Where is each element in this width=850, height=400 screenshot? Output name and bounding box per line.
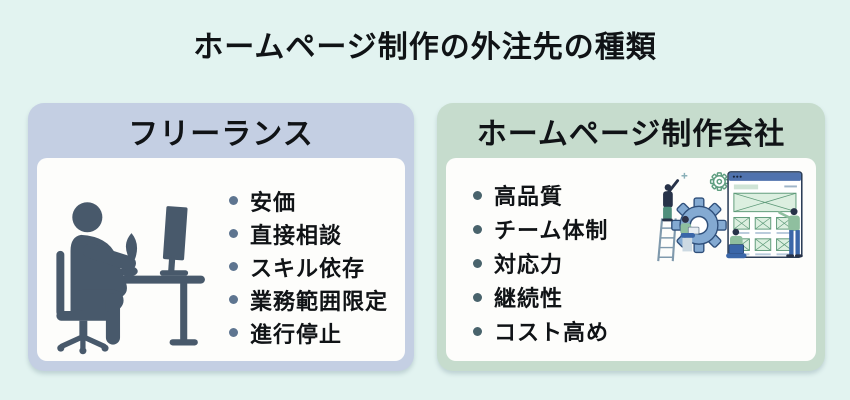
card-freelance-title: フリーランス: [128, 117, 314, 151]
bullet-icon: [473, 190, 482, 200]
bullet-icon: [473, 292, 482, 302]
card-agency: ホームページ制作会社 高品質 チーム体制 対応力 継続性 コスト高め: [437, 103, 825, 371]
small-gear-icon: [709, 172, 729, 192]
bullet-icon: [473, 258, 482, 268]
freelancer-at-desk-illustration: [37, 158, 219, 361]
feature-text: コスト高め: [494, 320, 610, 345]
feature-item: 直接相談: [229, 217, 388, 250]
feature-text: 進行停止: [250, 321, 343, 347]
bullet-icon: [229, 196, 238, 205]
cross-legged-person-icon: [726, 228, 747, 259]
feature-item: 安価: [229, 184, 388, 217]
office-chair-icon: [56, 250, 112, 354]
feature-text: 業務範囲限定: [250, 288, 389, 314]
feature-text: チーム体制: [494, 218, 609, 243]
feature-item: 進行停止: [229, 316, 388, 349]
ladder-icon: [657, 218, 677, 262]
page-title: ホームページ制作の外注先の種類: [193, 31, 657, 64]
bullet-icon: [473, 224, 482, 234]
feature-item: 業務範囲限定: [229, 283, 388, 316]
feature-text: 対応力: [494, 252, 564, 277]
feature-item: スキル依存: [229, 250, 388, 283]
feature-text: 直接相談: [250, 222, 343, 248]
feature-item: 対応力: [473, 246, 816, 280]
card-freelance: フリーランス: [28, 103, 414, 371]
bullet-icon: [473, 326, 482, 336]
feature-text: 高品質: [494, 184, 564, 209]
seated-woman-icon: [680, 215, 700, 252]
feature-text: 継続性: [494, 286, 564, 311]
desk-icon: [111, 275, 205, 345]
agency-feature-list: 高品質 チーム体制 対応力 継続性 コスト高め: [446, 158, 816, 348]
card-agency-body: 高品質 チーム体制 対応力 継続性 コスト高め: [446, 158, 816, 361]
team-website-icon: [657, 171, 803, 262]
feature-item: 高品質: [473, 178, 816, 212]
freelance-feature-list: 安価 直接相談 スキル依存 業務範囲限定 進行停止: [219, 158, 388, 361]
bullet-icon: [229, 295, 238, 304]
person-silhouette: [70, 201, 138, 345]
gear-icon: [671, 197, 727, 254]
bullet-icon: [229, 328, 238, 337]
card-freelance-body: 安価 直接相談 スキル依存 業務範囲限定 進行停止: [37, 158, 405, 361]
card-agency-title: ホームページ制作会社: [476, 117, 786, 151]
feature-item: チーム体制: [473, 212, 816, 246]
bullet-icon: [229, 262, 238, 271]
feature-text: スキル依存: [250, 255, 366, 281]
standing-person-icon: [778, 208, 803, 258]
sparkle-icon: [681, 172, 688, 179]
monitor-icon: [162, 205, 188, 272]
team-building-website-illustration: [651, 168, 809, 265]
feature-item: コスト高め: [473, 314, 816, 348]
freelancer-silhouette-icon: [56, 201, 205, 354]
feature-text: 安価: [250, 189, 297, 215]
bullet-icon: [229, 229, 238, 238]
person-on-ladder-icon: [662, 179, 680, 222]
feature-item: 継続性: [473, 280, 816, 314]
